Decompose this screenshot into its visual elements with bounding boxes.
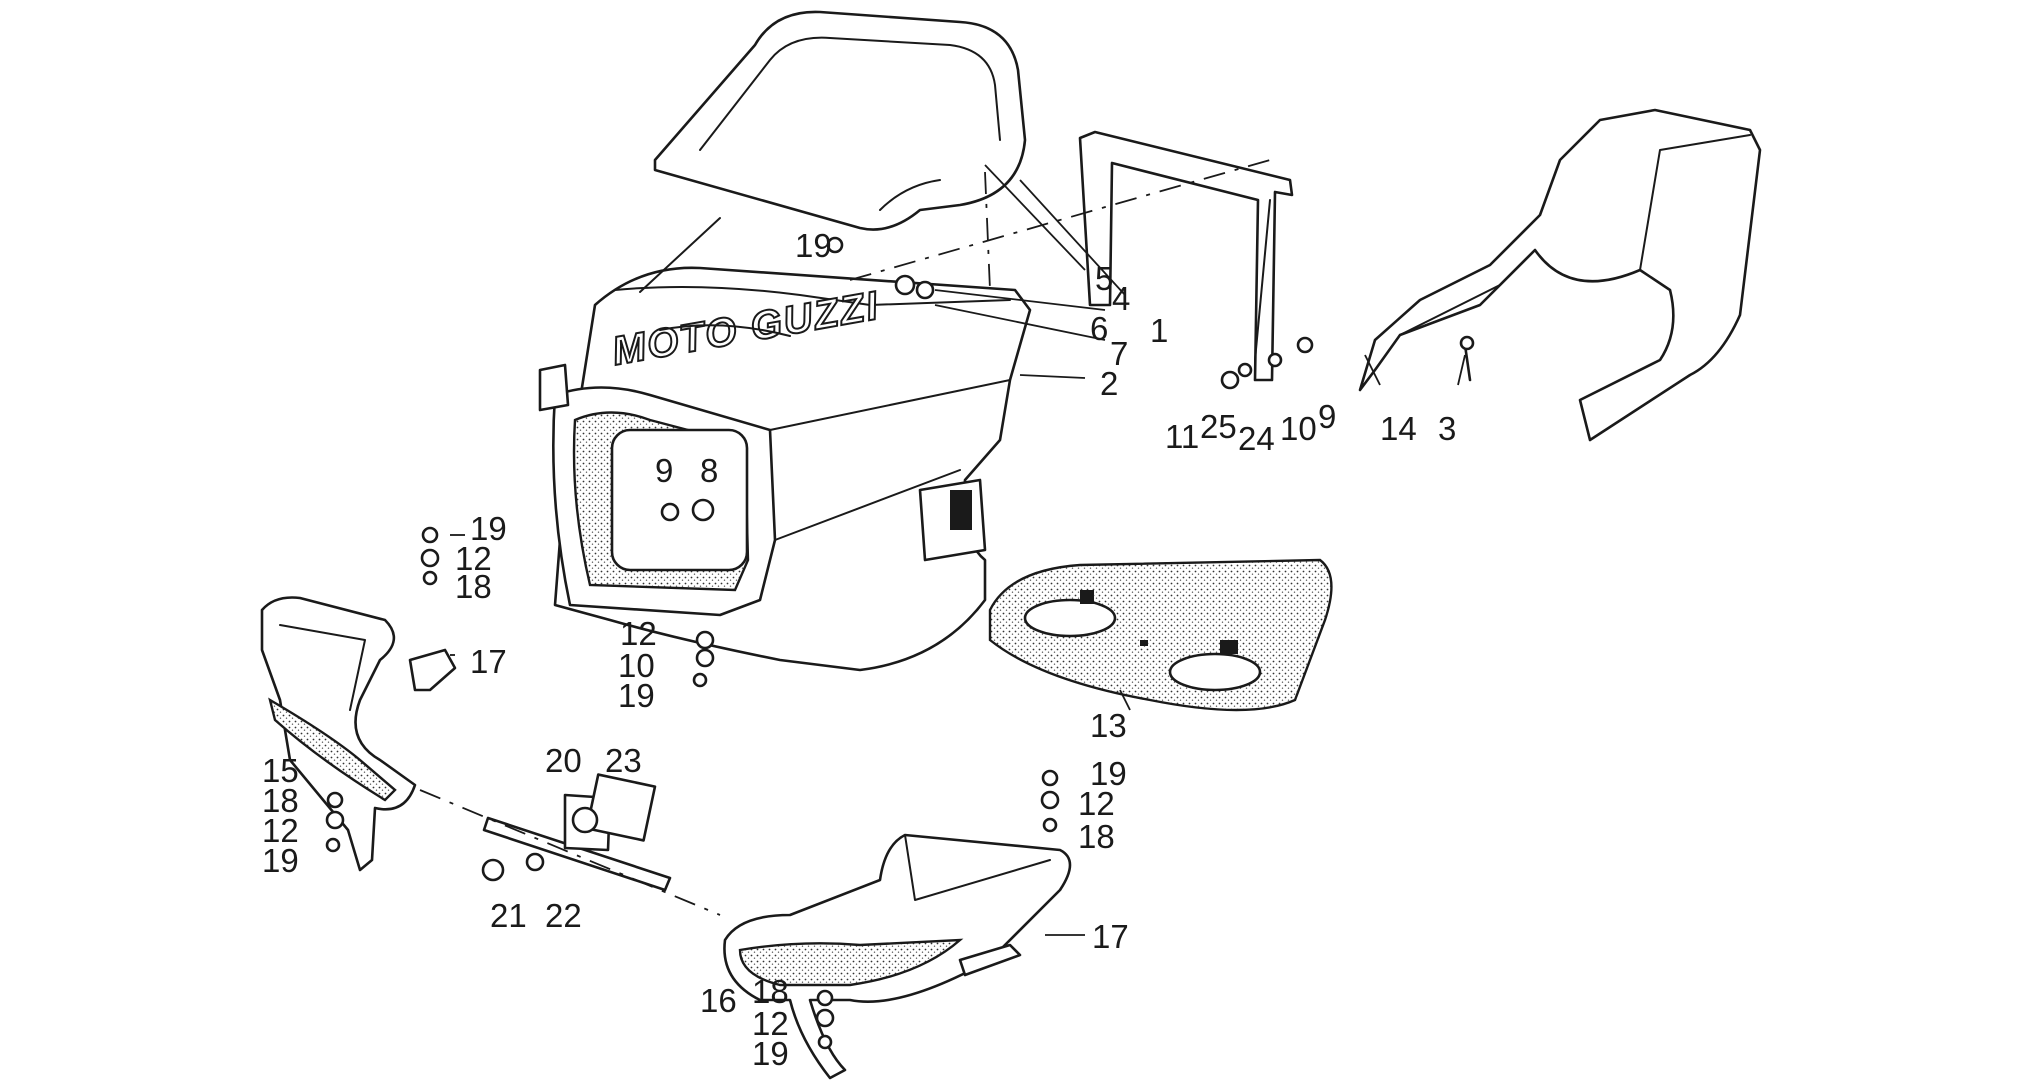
callout-1: 1 xyxy=(1150,312,1168,349)
callout-17: 17 xyxy=(470,643,507,680)
callout-22: 22 xyxy=(545,897,582,934)
callout-13: 13 xyxy=(1090,707,1127,744)
callout-19: 19 xyxy=(752,1035,789,1072)
callout-10: 10 xyxy=(618,647,655,684)
callout-12: 12 xyxy=(752,1005,789,1042)
callout-19: 19 xyxy=(1090,755,1127,792)
callout-9: 9 xyxy=(655,452,673,489)
callout-3: 3 xyxy=(1438,410,1456,447)
callout-12: 12 xyxy=(1078,785,1115,822)
callout-19: 19 xyxy=(618,677,655,714)
right-lower-fairing xyxy=(723,833,1072,1080)
windscreen xyxy=(653,10,1027,231)
callout-5: 5 xyxy=(1095,260,1113,297)
assembly-lines xyxy=(419,159,1271,916)
callout-9: 9 xyxy=(1318,398,1336,435)
fasteners xyxy=(325,236,1475,1050)
callout-25: 25 xyxy=(1200,408,1237,445)
callout-2: 2 xyxy=(1100,365,1118,402)
callout-12: 12 xyxy=(620,615,657,652)
callout-12: 12 xyxy=(262,812,299,849)
callout-14: 14 xyxy=(1380,410,1417,447)
callout-12: 12 xyxy=(455,540,492,577)
mounting-frame xyxy=(1078,130,1294,382)
main-fairing: MOTO GUZZI xyxy=(538,217,1032,672)
callout-15: 15 xyxy=(262,752,299,789)
callout-17: 17 xyxy=(1092,918,1129,955)
inner-panel xyxy=(1358,108,1762,442)
callout-18: 18 xyxy=(752,973,789,1010)
callout-6: 6 xyxy=(1090,310,1108,347)
callout-18: 18 xyxy=(1078,818,1115,855)
callout-16: 16 xyxy=(700,982,737,1019)
callout-8: 8 xyxy=(700,452,718,489)
callout-24: 24 xyxy=(1238,420,1275,457)
crossbar xyxy=(482,773,672,892)
callout-19: 19 xyxy=(470,510,507,547)
belly-panel xyxy=(988,558,1333,712)
callout-18: 18 xyxy=(262,782,299,819)
callout-4: 4 xyxy=(1112,280,1130,317)
callout-7: 7 xyxy=(1110,335,1128,372)
callout-23: 23 xyxy=(605,742,642,779)
callout-19: 19 xyxy=(795,227,832,264)
callout-10: 10 xyxy=(1280,410,1317,447)
callout-20: 20 xyxy=(545,742,582,779)
callout-18: 18 xyxy=(455,568,492,605)
leader-lines xyxy=(450,164,1466,936)
callout-11: 11 xyxy=(1165,418,1199,455)
left-lower-fairing xyxy=(260,596,417,872)
callout-21: 21 xyxy=(490,897,527,934)
callout-19: 19 xyxy=(262,842,299,879)
callouts: 19 5 4 6 1 7 2 11 25 24 10 9 14 3 9 8 19… xyxy=(262,227,1456,1072)
